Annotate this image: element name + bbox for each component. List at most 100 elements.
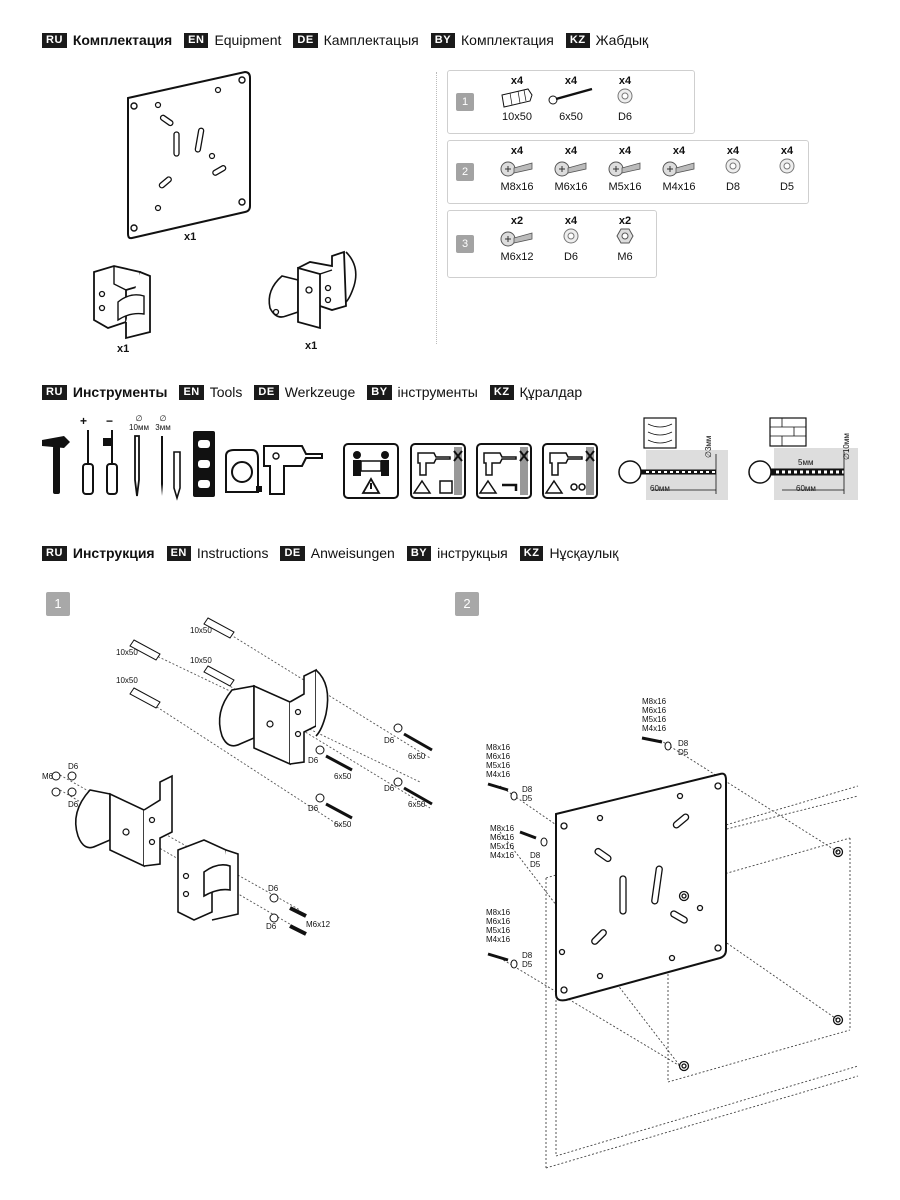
- tools-lang-en: EN: [179, 384, 204, 400]
- equipment-lang-en: EN: [184, 32, 209, 48]
- mounting-plate-illustration: [127, 70, 251, 240]
- tools-lang-de: DE: [254, 384, 279, 400]
- item-label: M5x16: [608, 181, 642, 193]
- item-quantity: x2: [510, 215, 524, 227]
- equipment-lang-by: BY: [430, 32, 456, 48]
- item-quantity: x4: [618, 145, 632, 157]
- tools-lang-ru: RU: [42, 384, 67, 400]
- equipment-title-by: Комплектация: [461, 32, 554, 48]
- drill-bit-10-label: ∅10мм: [129, 414, 149, 432]
- instructions-title-en: Instructions: [196, 545, 269, 561]
- flat-screwdriver-icon: [103, 430, 118, 495]
- step1-bolt-label: M6x12: [306, 920, 331, 929]
- brick-depth-label: 60мм: [796, 484, 816, 493]
- wood-screw-icon: [546, 87, 596, 109]
- item-quantity: x4: [726, 145, 740, 157]
- water-pipe-hazard-drilling-icon: [476, 443, 532, 499]
- bolt-icon: [492, 227, 542, 249]
- tape-measure-icon: [225, 449, 262, 493]
- drill-bit-3-label: ∅3мм: [155, 414, 171, 432]
- phillips-screwdriver-icon: [82, 430, 94, 495]
- washer-icon: [546, 227, 596, 249]
- bracket-a-quantity: x1: [117, 343, 130, 355]
- kit-3-number: 3: [456, 235, 474, 253]
- pencil-icon: [173, 451, 181, 501]
- drill-bit-10-icon: [134, 435, 140, 497]
- equipment-lang-de: DE: [293, 32, 318, 48]
- item-quantity: x4: [564, 145, 578, 157]
- item-quantity: x4: [618, 75, 632, 87]
- item-label: D5: [779, 181, 795, 193]
- bolt-icon: [492, 157, 542, 179]
- two-person-lift-warning-icon: [343, 443, 399, 499]
- brick-inner-label: 5мм: [798, 458, 814, 467]
- step1-screw-label-3: 6x50: [408, 800, 426, 809]
- instructions-title-kz: Нұсқаулық: [549, 545, 619, 561]
- step1-dowel-label-1: 10x50: [190, 626, 212, 635]
- flat-symbol: −: [106, 414, 114, 428]
- step1-washer-label-4: D6: [308, 804, 319, 813]
- step-1-exploded-diagram: [51, 617, 433, 936]
- step1-screw-label-1: 6x50: [408, 752, 426, 761]
- item-label: D6: [563, 251, 579, 263]
- tools-title-de: Werkzeuge: [284, 384, 356, 400]
- item-label: M6: [617, 251, 633, 263]
- equipment-title-kz: Жабдық: [595, 32, 649, 48]
- item-quantity: x4: [672, 145, 686, 157]
- gas-pipe-hazard-drilling-icon: [542, 443, 598, 499]
- kit-2-number: 2: [456, 163, 474, 181]
- plate-quantity: x1: [184, 231, 197, 243]
- instructions-lang-by: BY: [406, 545, 432, 561]
- bolt-icon: [546, 157, 596, 179]
- equipment-lang-kz: KZ: [565, 32, 590, 48]
- tools-title-ru: Инструменты: [72, 384, 168, 400]
- step1-washer-label-2: D6: [308, 756, 319, 765]
- instructions-title-by: інструкцыя: [437, 545, 508, 561]
- item-quantity: x2: [618, 215, 632, 227]
- step1-washer-label-5: D6: [68, 762, 79, 771]
- item-label: 6x50: [559, 111, 583, 123]
- instructions-title-de: Anweisungen: [310, 545, 395, 561]
- kit-1-number: 1: [456, 93, 474, 111]
- washer-icon: [762, 157, 812, 179]
- instructions-lang-kz: KZ: [519, 545, 544, 561]
- step1-screw-label-4: 6x50: [334, 820, 352, 829]
- item-label: 10x50: [502, 111, 532, 123]
- instructions-lang-en: EN: [166, 545, 191, 561]
- item-quantity: x4: [564, 75, 578, 87]
- item-quantity: x4: [564, 215, 578, 227]
- item-label: M4x16: [662, 181, 696, 193]
- instructions-lang-ru: RU: [42, 545, 67, 561]
- step1-washer-label-6: D6: [68, 800, 79, 809]
- bolt-icon: [654, 157, 704, 179]
- bracket-a-illustration: [93, 265, 151, 340]
- brick-diameter-label: ∅10мм: [842, 433, 851, 460]
- item-quantity: x4: [780, 145, 794, 157]
- column-divider: [436, 72, 437, 344]
- step1-washer-label-1: D6: [384, 736, 395, 745]
- electrical-hazard-drilling-icon: [410, 443, 466, 499]
- tools-lang-kz: KZ: [489, 384, 514, 400]
